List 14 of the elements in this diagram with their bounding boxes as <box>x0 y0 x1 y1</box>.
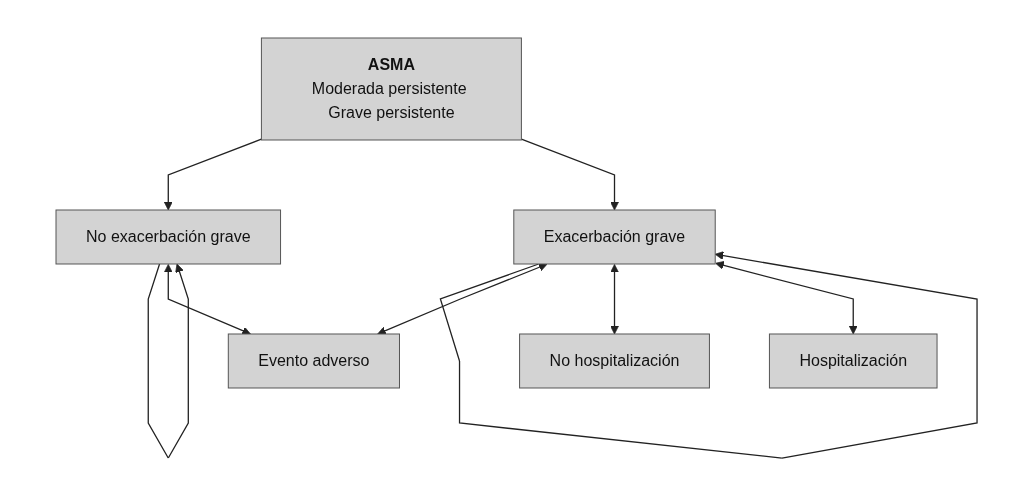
node-box: No hospitalización <box>519 333 711 389</box>
node-box: No exacerbación grave <box>56 209 282 265</box>
arrow <box>164 138 263 211</box>
node-box: ASMA Moderada persistente Grave persistente <box>261 37 523 141</box>
arrow <box>440 251 979 459</box>
arrow <box>610 263 620 335</box>
arrow <box>715 260 859 335</box>
node-box: Exacerbación grave <box>513 209 717 265</box>
node-box: Hospitalización <box>769 333 938 389</box>
node-box: Evento adverso <box>228 333 401 389</box>
arrow <box>164 263 252 335</box>
arrow <box>377 262 548 335</box>
arrow <box>521 138 620 211</box>
arrow <box>148 263 190 459</box>
